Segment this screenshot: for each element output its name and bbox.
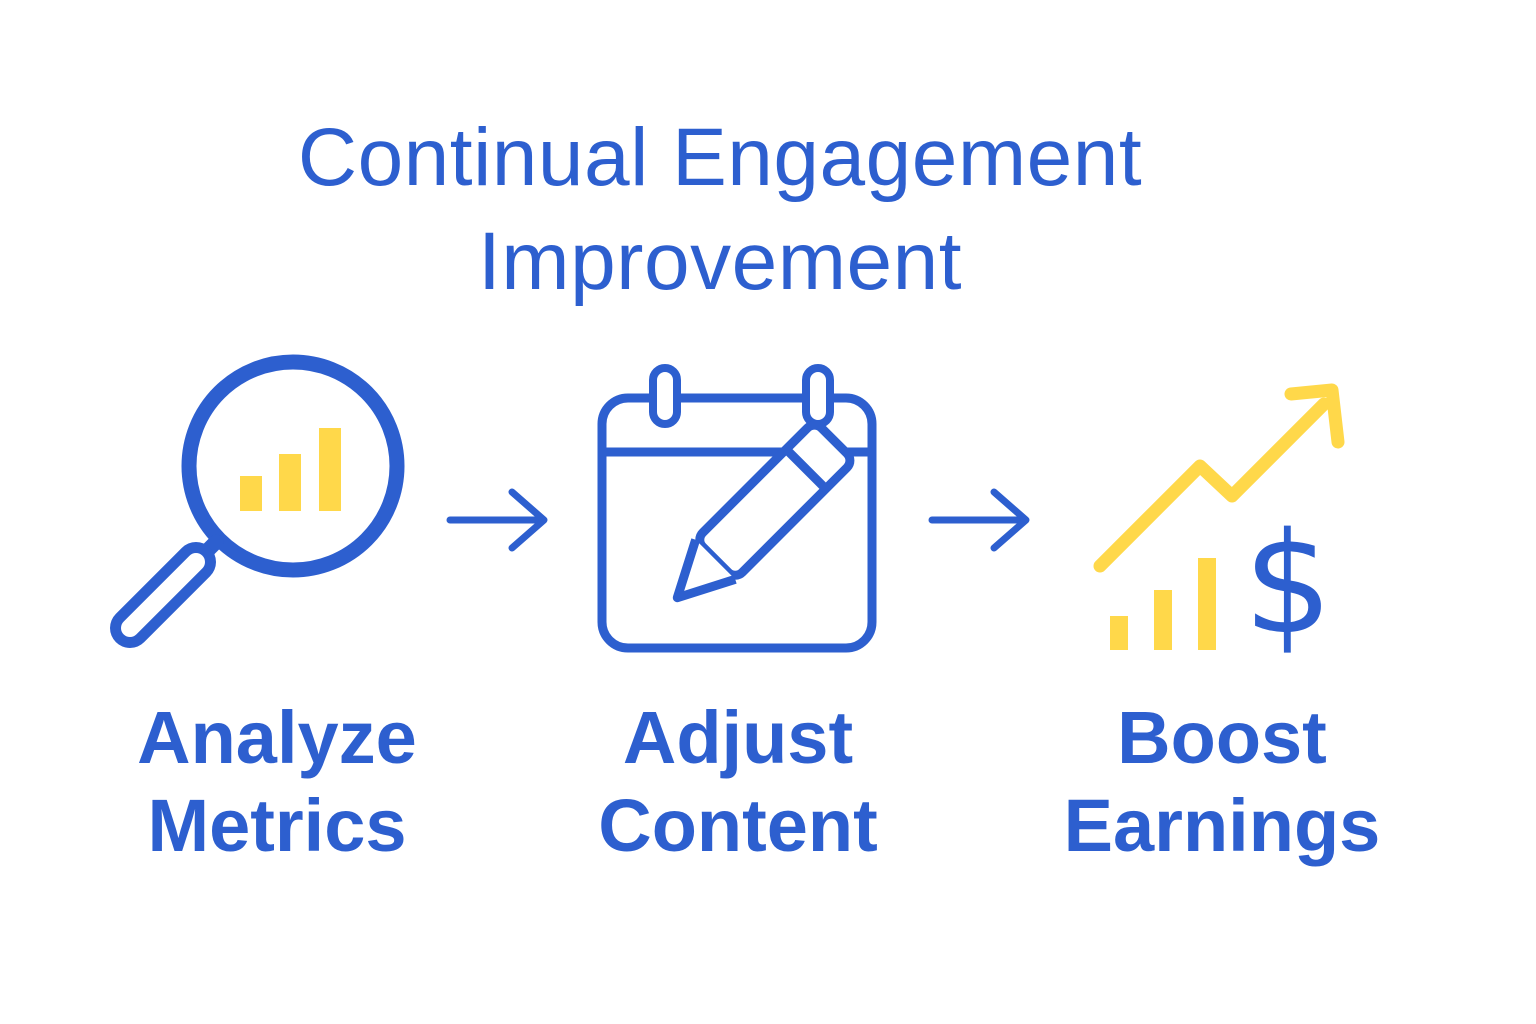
calendar-pencil-icon — [597, 364, 877, 653]
title-line-2: Improvement — [477, 216, 962, 307]
arrow-right-icon — [928, 488, 1030, 552]
svg-text:$: $ — [1243, 503, 1332, 660]
step-label-adjust-content: Adjust Content — [598, 696, 878, 867]
step-label-boost-earnings: Boost Earnings — [1063, 696, 1381, 867]
step-label-analyze-metrics: Analyze Metrics — [137, 696, 417, 867]
title-line-1: Continual Engagement — [297, 112, 1143, 203]
diagram-title: Continual Engagement Improvement — [0, 106, 1440, 314]
arrow-right-icon — [446, 488, 548, 552]
growth-dollar-icon: $ — [1093, 383, 1345, 660]
magnifier-chart-icon — [110, 354, 405, 648]
